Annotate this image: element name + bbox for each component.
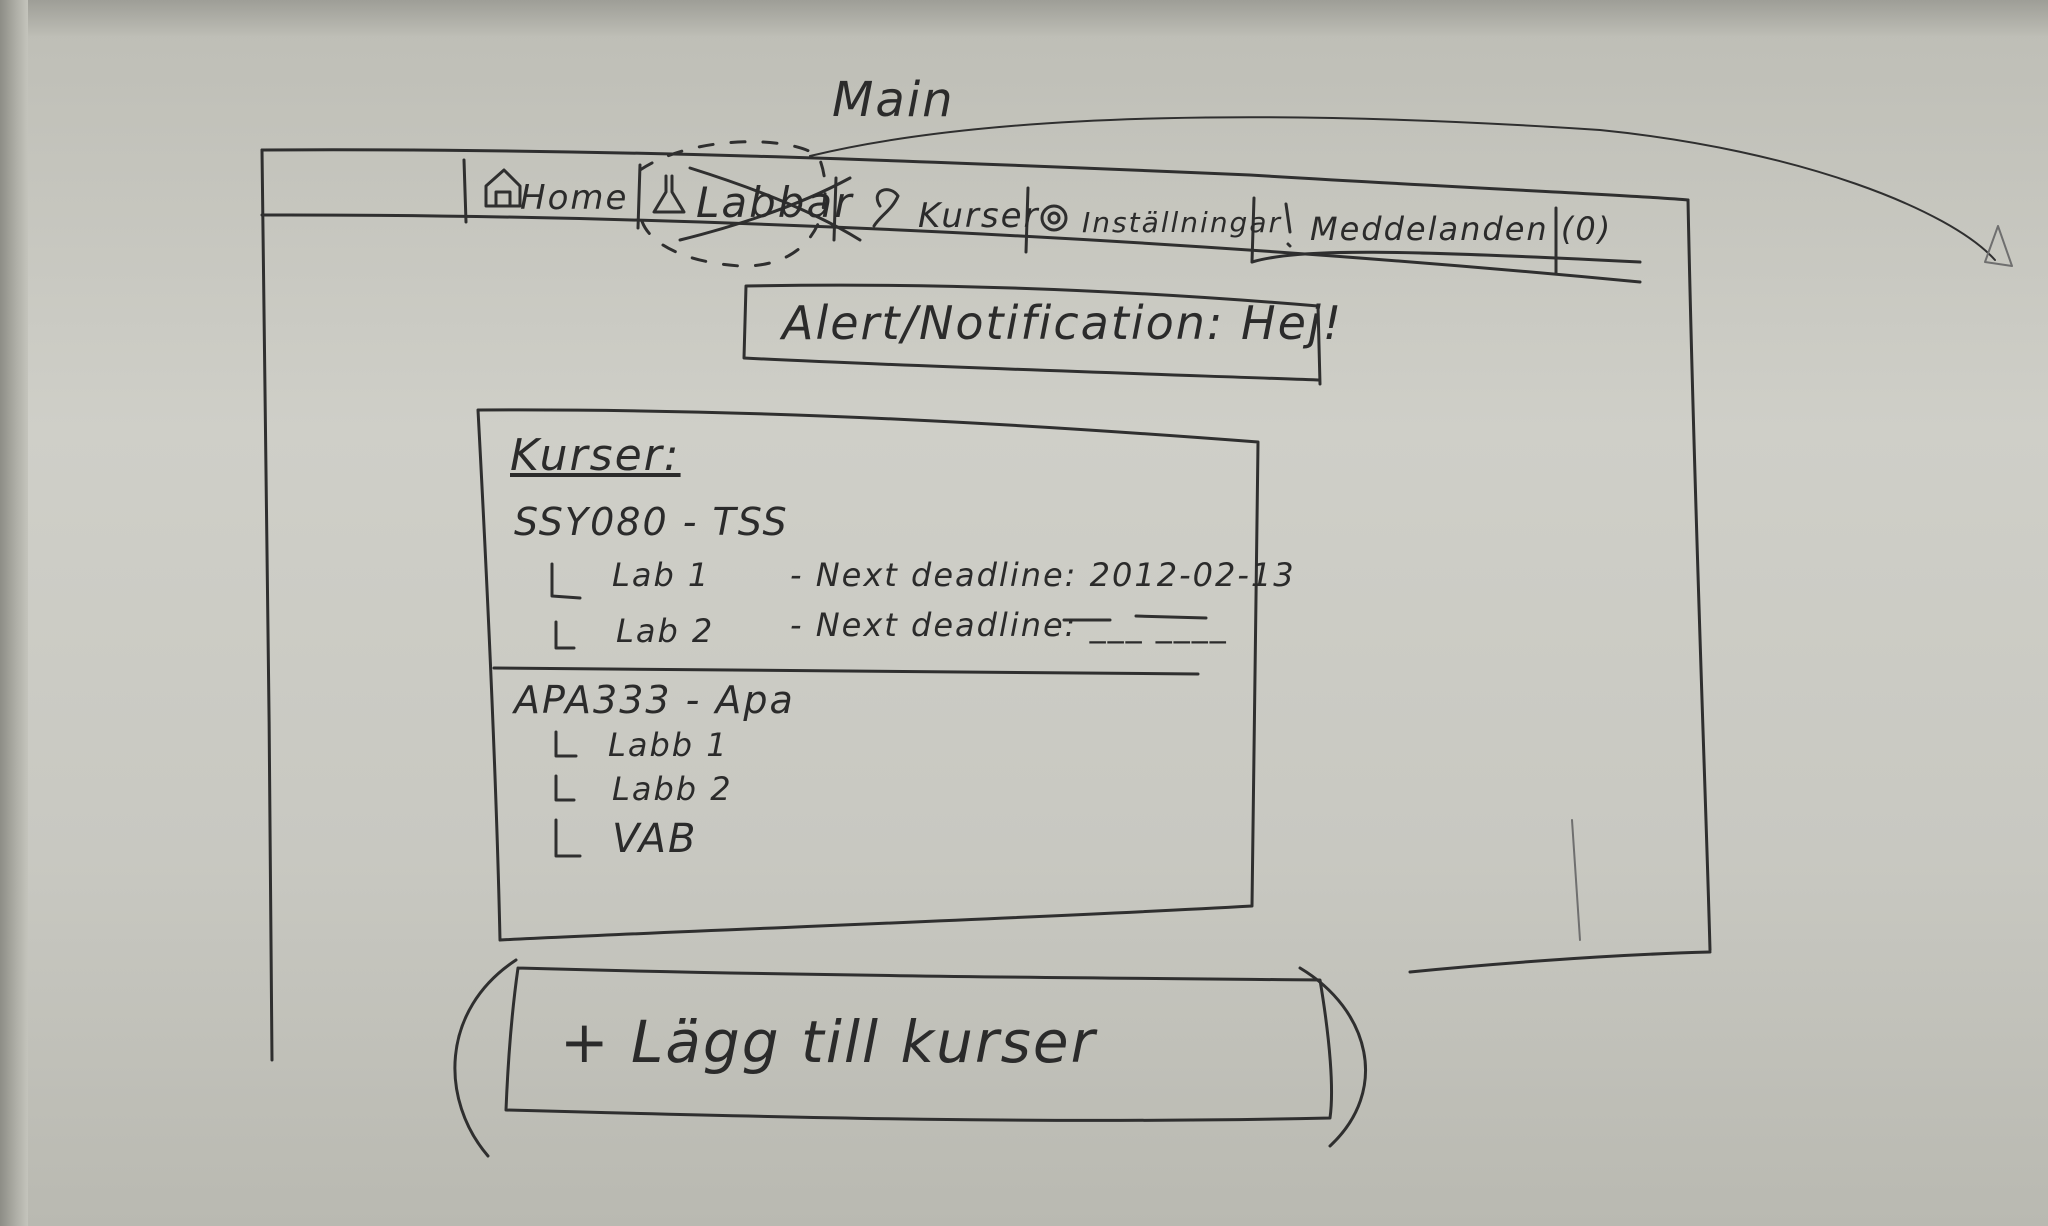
tree-connector-2 <box>554 620 576 650</box>
nav-divider-2 <box>636 163 642 230</box>
nav-item-kurser[interactable]: Kurser <box>918 196 1040 236</box>
exclamation-icon-shape <box>1284 202 1292 248</box>
window-frame-top <box>260 148 1690 202</box>
deadline-blank-2 <box>1134 614 1208 620</box>
add-courses-button[interactable]: + Lägg till kurser <box>560 1008 1097 1076</box>
labbar-dashed-oval <box>638 140 827 268</box>
nav-divider-3 <box>832 176 838 242</box>
faint-arrow <box>1984 225 2013 267</box>
alert-box-outline <box>742 283 1322 386</box>
nav-item-labbar[interactable]: Labbar <box>696 178 854 227</box>
nav-divider-4 <box>1024 186 1030 254</box>
window-frame-bottom <box>1408 950 1712 974</box>
cross-line-1 <box>688 166 862 242</box>
page-title: Main <box>832 72 955 128</box>
course-title-apa333[interactable]: APA333 - Apa <box>514 678 795 722</box>
lab-item-lab1[interactable]: Lab 1 <box>612 556 711 594</box>
whiteboard-top-edge <box>0 0 2048 36</box>
faint-right-line <box>1571 819 1581 941</box>
flask-icon-shape <box>652 174 686 214</box>
tree-connector-5 <box>554 818 582 858</box>
main-connector-line <box>809 116 1996 261</box>
nav-item-installningar[interactable]: Inställningar <box>1082 206 1283 239</box>
courses-panel-outline <box>476 408 1260 942</box>
deadline-lab1: - Next deadline: 2012-02-13 <box>790 556 1296 594</box>
tree-connector-3 <box>554 730 578 758</box>
alert-notification: Alert/Notification: Hej! <box>782 296 1344 350</box>
nav-bar-bottom <box>260 213 1642 284</box>
home-icon-shape <box>484 168 522 208</box>
nav-item-meddelanden[interactable]: Meddelanden (0) <box>1310 210 1613 248</box>
whiteboard-left-edge <box>0 0 28 1226</box>
gear-icon-shape <box>1040 204 1068 232</box>
cross-line-2 <box>678 176 852 242</box>
course-title-ssy080[interactable]: SSY080 - TSS <box>514 500 789 544</box>
courses-divider <box>492 666 1200 676</box>
window-frame-left <box>260 148 274 1062</box>
nav-extra-line <box>1250 250 1642 264</box>
lab-item-lab2[interactable]: Lab 2 <box>616 612 715 650</box>
nav-item-home[interactable]: Home <box>520 178 629 218</box>
graduation-icon-shape <box>872 188 900 228</box>
nav-divider-5 <box>1250 196 1256 264</box>
tree-connector-1 <box>550 562 582 600</box>
window-frame-right <box>1686 198 1712 952</box>
add-box-outline <box>504 966 1334 1122</box>
lab-item-vab[interactable]: VAB <box>612 816 698 862</box>
courses-heading: Kurser: <box>510 430 681 481</box>
lab-item-labb1[interactable]: Labb 1 <box>608 726 729 764</box>
add-box-right-paren <box>1298 966 1367 1148</box>
nav-divider-1 <box>462 158 468 224</box>
tree-connector-4 <box>554 774 576 802</box>
deadline-lab2: - Next deadline: ___ ____ <box>790 606 1228 644</box>
lab-item-labb2[interactable]: Labb 2 <box>612 770 733 808</box>
add-box-left-paren <box>453 958 518 1158</box>
